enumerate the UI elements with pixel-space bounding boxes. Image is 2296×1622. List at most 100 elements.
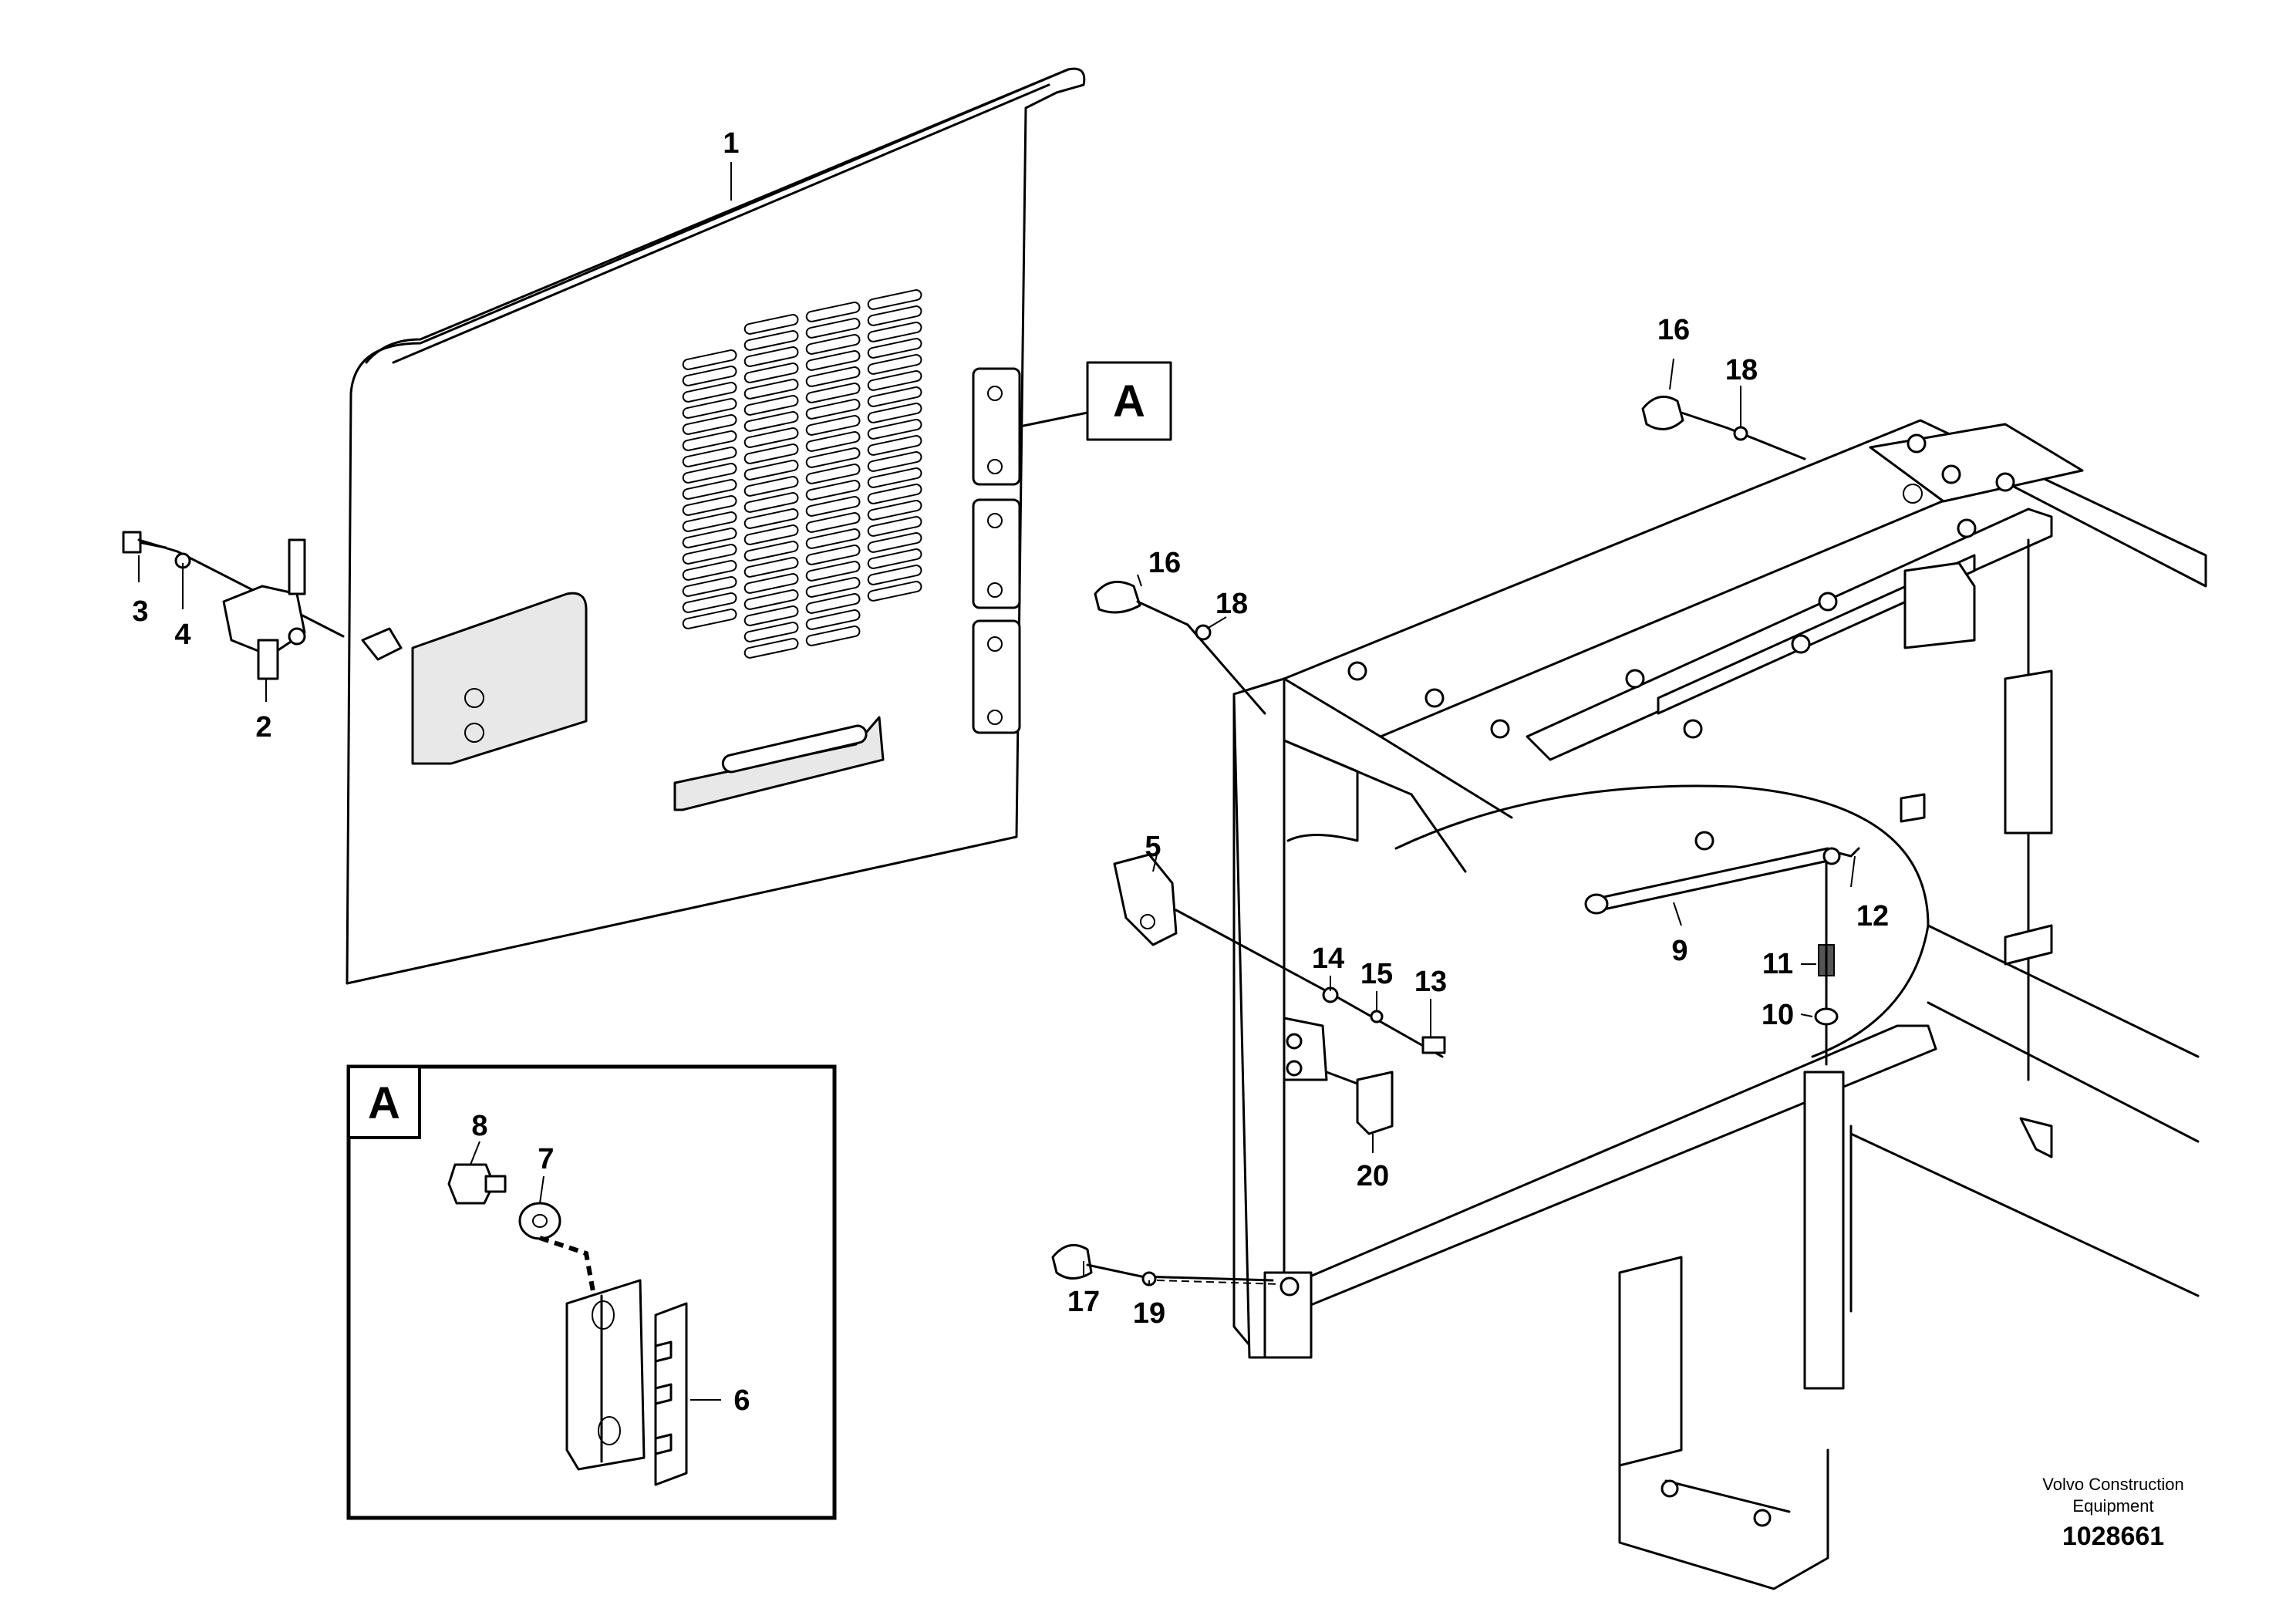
callout-9: 9 — [1671, 935, 1687, 967]
louver-slot — [805, 577, 861, 598]
louver-slot — [805, 350, 861, 371]
callout-5: 5 — [1145, 831, 1161, 863]
callout-8: 8 — [471, 1110, 487, 1142]
louver-slot — [805, 383, 861, 403]
inset-a-tag: A — [368, 1078, 400, 1128]
louver-slot — [805, 318, 861, 339]
louver-slot — [682, 544, 737, 565]
louver-slot — [805, 609, 861, 630]
callout-18-mid: 18 — [1215, 588, 1248, 620]
callout-12: 12 — [1856, 900, 1889, 932]
louver-slot — [682, 463, 737, 484]
louver-slot — [805, 415, 861, 436]
louver-slot — [805, 431, 861, 452]
louver-slot — [743, 330, 799, 351]
callout-labels: 1 2 3 4 5 14 15 13 20 16 18 16 18 9 12 1… — [132, 127, 1889, 1417]
frame-bolt — [1941, 464, 1961, 484]
machine-frame — [1232, 419, 2207, 1590]
louver-slot — [682, 366, 737, 386]
louver-slot — [805, 302, 861, 322]
louver-slot — [743, 443, 799, 464]
frame-bolt — [1907, 433, 1927, 454]
louver-slot — [867, 581, 922, 602]
louver-slot — [743, 508, 799, 529]
callout-2: 2 — [255, 711, 271, 744]
door-hinges — [972, 367, 1021, 734]
louver-slot — [805, 464, 861, 484]
louver-slot — [743, 605, 799, 626]
louver-slot — [867, 403, 922, 423]
frame-bolt — [1347, 661, 1367, 681]
hardware-parts — [1051, 395, 1860, 1286]
louver-slot — [805, 528, 861, 549]
credit-line-2: Equipment — [2072, 1496, 2153, 1516]
louver-slot — [743, 314, 799, 335]
louver-slot — [682, 430, 737, 451]
louver-slot — [682, 609, 737, 629]
louver-slot — [682, 528, 737, 548]
callout-16-top: 16 — [1657, 314, 1690, 346]
detail-a-tag: A — [1113, 376, 1145, 427]
louver-slot — [805, 512, 861, 533]
detail-a-inset: A — [346, 1064, 837, 1520]
louver-slot — [867, 435, 922, 456]
louver-slot — [805, 561, 861, 582]
louver-slot — [682, 560, 737, 581]
frame-bolt — [1957, 518, 1977, 538]
louver-slot — [682, 447, 737, 467]
frame-bolt — [1424, 688, 1445, 708]
louver-slot — [867, 500, 922, 521]
louver-slot — [805, 593, 861, 614]
louver-slot — [867, 467, 922, 488]
louver-slot — [743, 346, 799, 367]
frame-bolt — [1791, 634, 1811, 654]
frame-bolt — [1694, 831, 1714, 851]
louver-slot — [682, 349, 737, 370]
louver-slot — [867, 305, 922, 326]
callout-11: 11 — [1762, 948, 1793, 980]
louver-slot — [682, 592, 737, 613]
louver-slot — [867, 419, 922, 440]
credit-line-1: Volvo Construction — [2042, 1475, 2183, 1494]
callout-16-mid: 16 — [1148, 547, 1181, 579]
louver-slot — [805, 334, 861, 355]
louver-slot — [805, 399, 861, 420]
callout-15: 15 — [1360, 958, 1393, 990]
louver-slot — [743, 427, 799, 448]
louver-slot — [867, 484, 922, 504]
callout-7: 7 — [538, 1143, 554, 1175]
louver-slot — [743, 622, 799, 642]
louver-slot — [867, 565, 922, 585]
detail-a-marker: A — [1022, 361, 1172, 441]
callout-6: 6 — [733, 1384, 750, 1417]
callout-19: 19 — [1133, 1297, 1165, 1330]
louver-slot — [743, 395, 799, 416]
document-number: 1028661 — [2062, 1522, 2164, 1551]
louver-slot — [867, 289, 922, 310]
louver-slot — [867, 516, 922, 537]
louver-slot — [682, 479, 737, 500]
louver-slot — [682, 576, 737, 597]
frame-bolt — [1625, 669, 1645, 689]
frame-bolt — [1490, 719, 1510, 739]
louver-slot — [743, 476, 799, 497]
louver-slot — [867, 322, 922, 342]
publisher-credit: Volvo Construction Equipment 1028661 — [2042, 1475, 2183, 1551]
louver-slot — [743, 524, 799, 545]
louver-slot — [867, 354, 922, 375]
louver-slot — [743, 411, 799, 432]
louver-slot — [867, 338, 922, 359]
callout-14: 14 — [1312, 943, 1344, 975]
louver-slot — [682, 398, 737, 419]
callout-1: 1 — [723, 127, 739, 160]
louver-grid — [682, 289, 922, 659]
door-panel — [346, 67, 1086, 985]
louver-slot — [743, 460, 799, 481]
louver-slot — [682, 382, 737, 403]
louver-slot — [805, 366, 861, 387]
louver-slot — [805, 480, 861, 501]
louver-slot — [743, 589, 799, 610]
louver-slot — [743, 363, 799, 383]
frame-bolt — [1818, 592, 1838, 612]
latch-assembly — [122, 531, 345, 680]
